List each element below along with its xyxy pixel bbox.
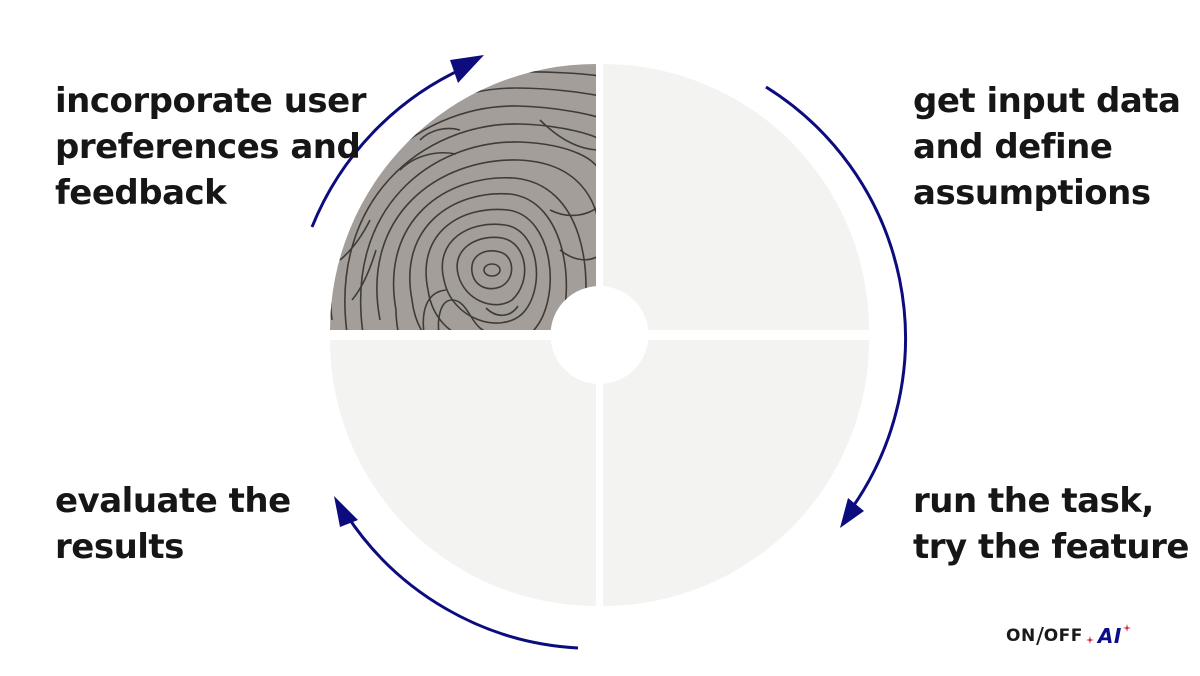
quadrant-top-left-textured: [330, 64, 596, 330]
step-incorporate-line-1: incorporate user: [55, 81, 366, 121]
center-circle: [550, 286, 649, 384]
sparkle-icon: [1122, 624, 1131, 632]
step-incorporate-feedback: incorporate user preferences and feedbac…: [55, 78, 366, 216]
topographic-texture: [330, 71, 596, 330]
logo-slash: [1037, 627, 1043, 645]
arrow-bottom: [344, 513, 579, 650]
arrow-top-left: [310, 66, 465, 228]
step-input-line-1: get input data: [913, 81, 1181, 121]
quadrant-bottom-left: [330, 340, 596, 606]
arrow-right: [765, 85, 907, 509]
arrowhead-bottom: [334, 496, 358, 527]
arrowhead-right: [840, 498, 864, 528]
step-evaluate-line-1: evaluate the: [55, 481, 291, 521]
arrowhead-top-left: [450, 55, 484, 83]
onoff-ai-logo: ON OFF AI: [1006, 624, 1131, 648]
quadrant-top-right: [603, 64, 869, 330]
sparkle-icon: [1085, 636, 1094, 644]
step-get-input-data: get input data and define assumptions: [913, 78, 1181, 216]
quadrant-bottom-right: [603, 340, 869, 606]
logo-off-text: OFF: [1043, 626, 1083, 646]
logo-ai-text: AI: [1097, 624, 1122, 648]
step-run-task: run the task, try the feature: [913, 478, 1189, 570]
cycle-arrows: [310, 66, 907, 650]
step-input-line-3: assumptions: [913, 173, 1151, 213]
logo-on-text: ON: [1006, 626, 1036, 646]
step-input-line-2: and define: [913, 127, 1113, 167]
step-incorporate-line-2: preferences and: [55, 127, 361, 167]
step-run-line-2: try the feature: [913, 527, 1189, 567]
step-evaluate-line-2: results: [55, 527, 184, 567]
step-run-line-1: run the task,: [913, 481, 1154, 521]
step-evaluate-results: evaluate the results: [55, 478, 291, 570]
step-incorporate-line-3: feedback: [55, 173, 227, 213]
